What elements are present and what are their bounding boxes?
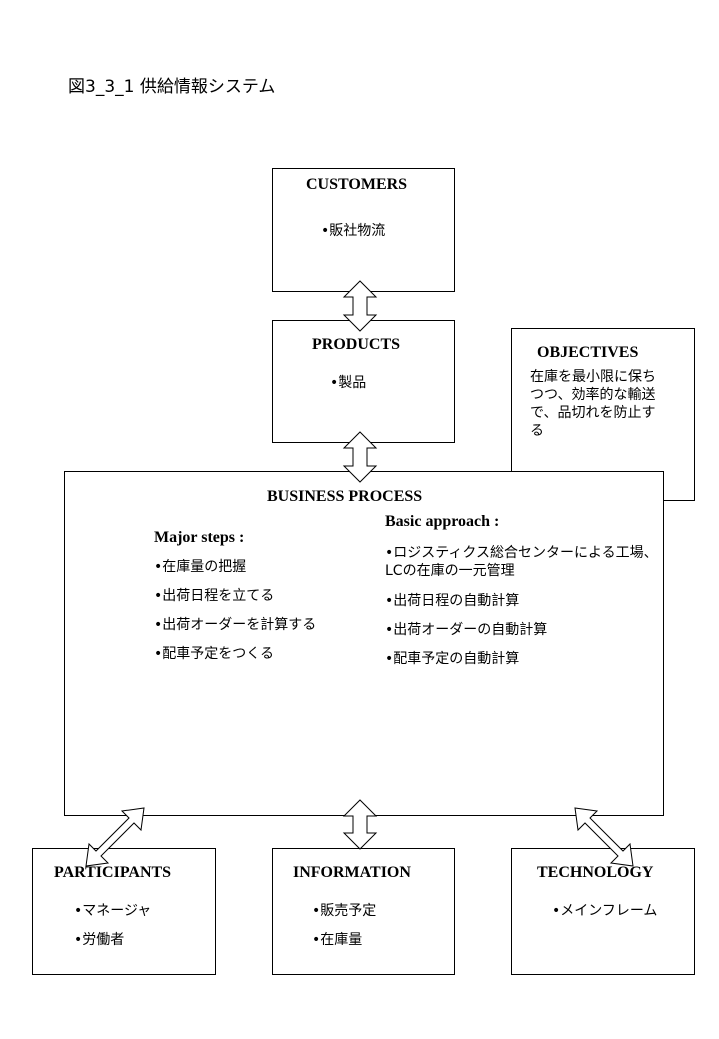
objectives-line: 在庫を最小限に保ち [530,369,656,385]
business-process-heading: BUSINESS PROCESS [267,488,423,505]
information-item: •在庫量 [312,932,363,948]
customers-heading: CUSTOMERS [306,176,408,193]
products-heading: PRODUCTS [312,336,401,353]
basic-approach-item: •出荷オーダーの自動計算 [385,622,548,638]
objectives-heading: OBJECTIVES [537,344,639,361]
figure-title: 図3_3_1 供給情報システム [68,77,276,97]
participants-heading: PARTICIPANTS [54,864,172,881]
participants-item: •マネージャ [74,903,152,919]
major-step-item: •在庫量の把握 [154,559,247,575]
technology-item: •メインフレーム [552,903,658,919]
objectives-line: で、品切れを防止す [530,405,656,421]
customers-box [272,168,455,292]
products-item: •製品 [330,375,367,391]
major-steps-heading: Major steps : [154,529,245,546]
customers-item: •販社物流 [321,223,386,239]
basic-approach-item: •出荷日程の自動計算 [385,593,520,609]
participants-box [32,848,216,975]
major-step-item: •出荷オーダーを計算する [154,617,317,633]
information-item: •販売予定 [312,903,377,919]
objectives-line: つつ、効率的な輸送 [530,387,656,403]
technology-heading: TECHNOLOGY [537,864,654,881]
major-step-item: •配車予定をつくる [154,646,274,662]
basic-approach-item: •ロジスティクス総合センターによる工場、 [385,545,658,561]
basic-approach-item: •配車予定の自動計算 [385,651,520,667]
business-process-box [64,471,664,816]
basic-approach-item: LCの在庫の一元管理 [385,563,515,579]
participants-item: •労働者 [74,932,125,948]
major-step-item: •出荷日程を立てる [154,588,275,604]
objectives-line: る [530,423,544,439]
basic-approach-heading: Basic approach : [385,513,500,530]
information-box [272,848,455,975]
information-heading: INFORMATION [293,864,411,881]
